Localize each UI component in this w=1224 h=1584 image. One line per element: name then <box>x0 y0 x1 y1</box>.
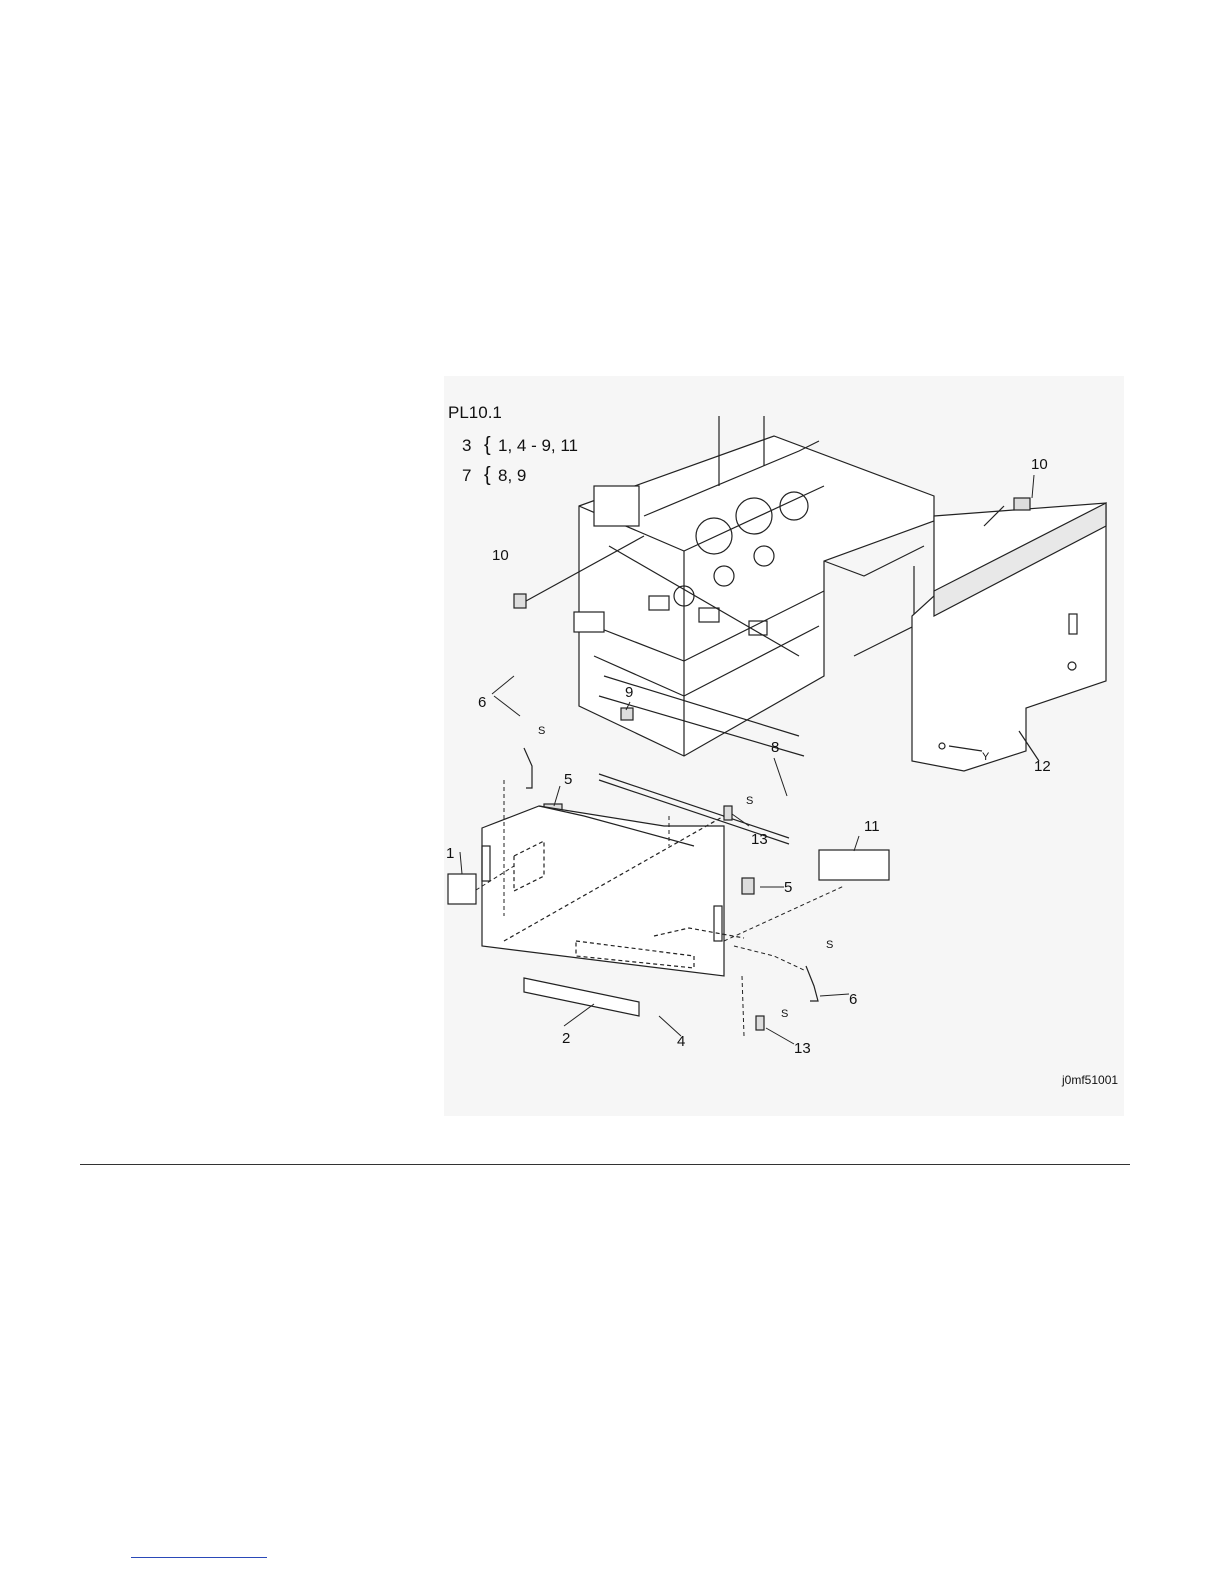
legend-members: 1, 4 - 9, 11 <box>498 436 578 455</box>
callout-13-lower: 13 <box>794 1041 811 1056</box>
callout-5-upper: 5 <box>564 772 572 787</box>
callout-s: S <box>746 794 753 809</box>
callout-4: 4 <box>677 1034 685 1049</box>
clip-10-left <box>514 594 526 608</box>
legend-brace: { <box>484 464 498 487</box>
callout-11: 11 <box>864 819 880 834</box>
callout-y: Y <box>982 750 989 765</box>
callout-12: 12 <box>1034 759 1051 774</box>
label-11 <box>819 850 889 880</box>
clip-9 <box>621 708 633 720</box>
callout-9: 9 <box>625 685 633 700</box>
figure-title: PL10.1 <box>448 403 502 423</box>
bracket-13-upper <box>724 806 732 820</box>
callout-6-lower: 6 <box>849 992 857 1007</box>
page-divider <box>80 1164 1130 1165</box>
callout-10-right: 10 <box>1031 457 1048 472</box>
callout-2: 2 <box>562 1031 570 1046</box>
parts-figure: PL10.1 3{1, 4 - 9, 11 7{8, 9 1 2 4 5 5 6… <box>444 376 1124 1116</box>
callout-6-upper: 6 <box>478 695 486 710</box>
callout-s: S <box>781 1007 788 1022</box>
front-door-4 <box>482 806 744 976</box>
callout-5-lower: 5 <box>784 880 792 895</box>
bracket-13-lower <box>756 1016 764 1030</box>
rear-right-cover <box>912 503 1106 771</box>
clip-5-lower <box>742 878 754 894</box>
latch-6-upper <box>524 748 532 788</box>
callout-s: S <box>826 938 833 953</box>
legend-members: 8, 9 <box>498 466 526 485</box>
latch-6-lower <box>806 966 818 1001</box>
footer-link-underline[interactable] <box>131 1557 267 1558</box>
label-1 <box>448 874 476 904</box>
legend-part: 3 <box>462 436 484 456</box>
callout-s: S <box>538 724 545 739</box>
callout-8: 8 <box>771 740 779 755</box>
legend-row: 7{8, 9 <box>462 464 526 487</box>
callout-13-upper: 13 <box>751 832 768 847</box>
clip-10-right <box>1014 498 1030 510</box>
figure-id: j0mf51001 <box>1062 1073 1118 1087</box>
legend-row: 3{1, 4 - 9, 11 <box>462 434 578 457</box>
parts-drawing <box>444 376 1124 1116</box>
label-2 <box>524 978 639 1016</box>
legend-part: 7 <box>462 466 484 486</box>
callout-1: 1 <box>446 846 454 861</box>
callout-10-left: 10 <box>492 548 509 563</box>
legend-brace: { <box>484 434 498 457</box>
